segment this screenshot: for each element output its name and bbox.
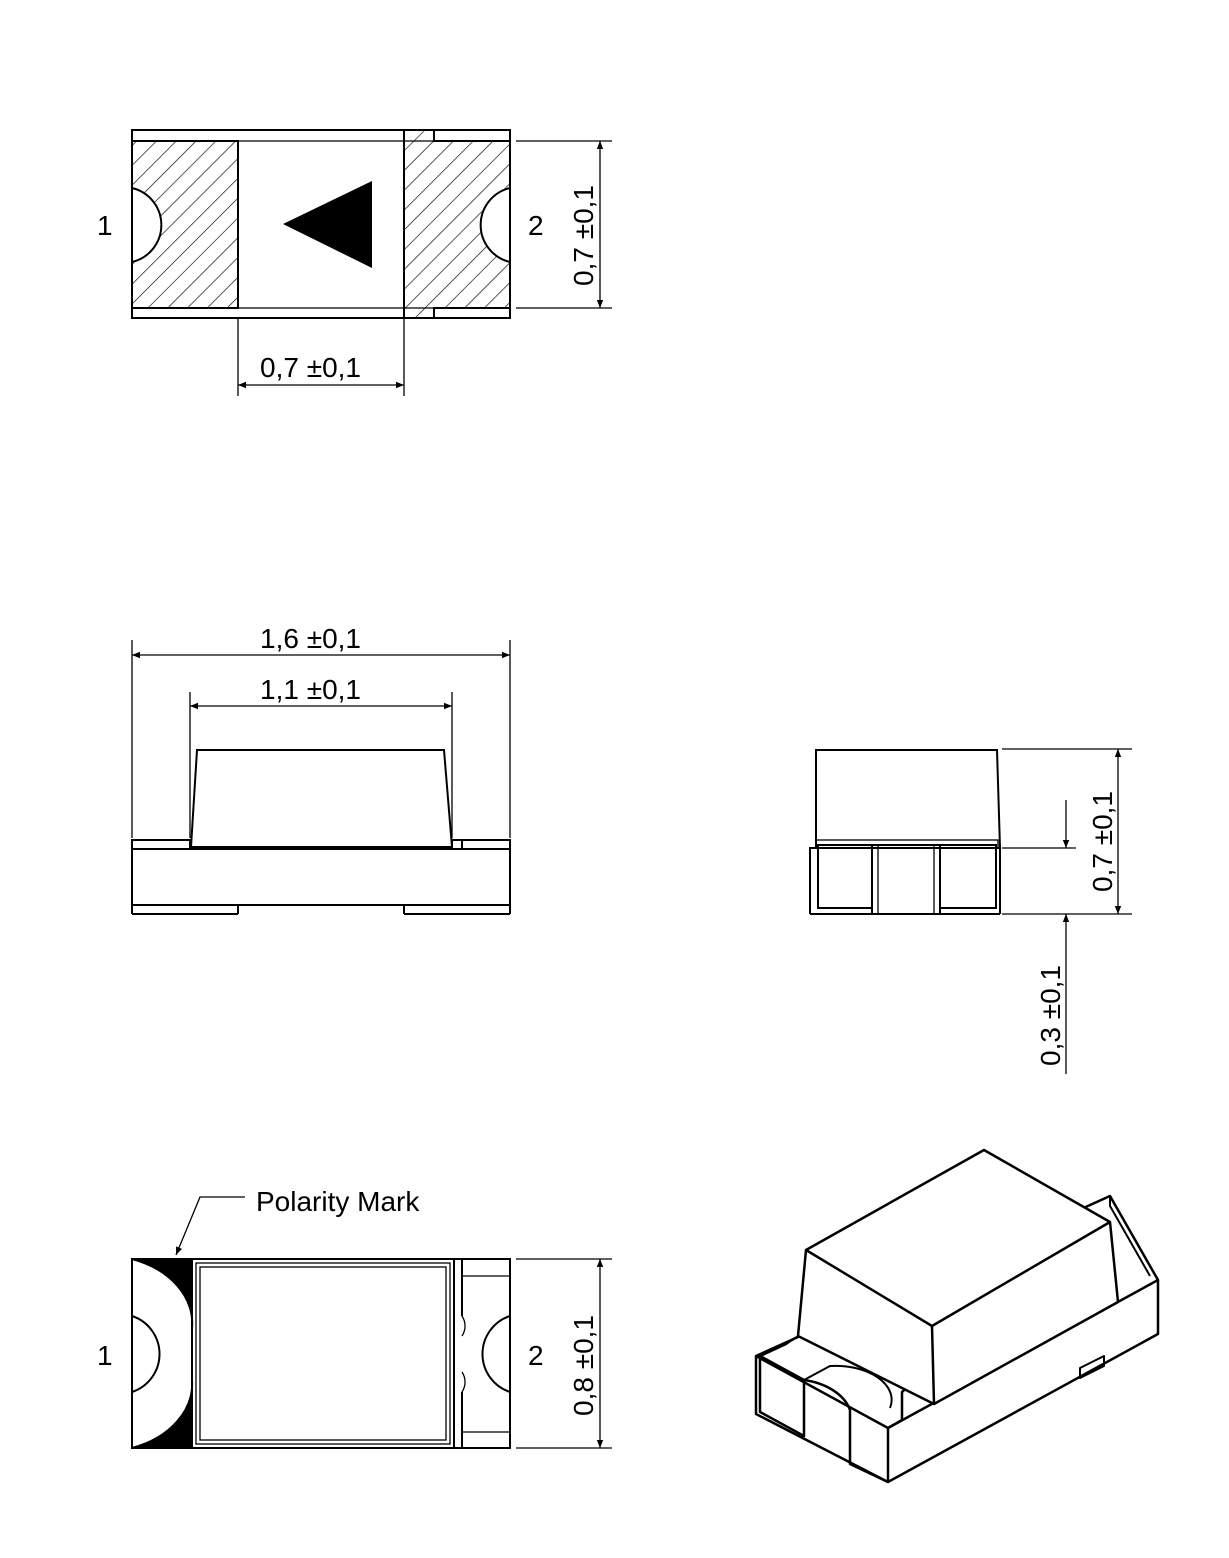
side-view-base-outline <box>131 839 511 914</box>
iso-foot <box>1079 1355 1105 1379</box>
bottom-right-notch <box>481 1315 511 1393</box>
bottom-view-body-inner <box>195 1262 451 1445</box>
end-dim-base-label: 0,3 ±0,1 <box>1035 965 1066 1066</box>
top-view-outline <box>131 129 511 319</box>
bottom-view-pin2-label: 2 <box>528 1340 544 1371</box>
top-dim-height-label: 0,7 ±0,1 <box>568 185 599 286</box>
bottom-view: 1 2 Polarity Mark 0,8 ±0,1 <box>97 1186 612 1449</box>
bottom-view-body <box>191 1258 455 1449</box>
bottom-left-notch <box>131 1315 161 1393</box>
bottom-right-pad-edges <box>462 1275 510 1433</box>
iso-terminal-left-face <box>758 1354 806 1438</box>
polarity-mark-lower <box>132 1380 193 1448</box>
side-view: 1,6 ±0,1 1,1 ±0,1 <box>131 623 511 915</box>
iso-lens <box>796 1148 1120 1406</box>
top-view-pad-left <box>131 140 239 309</box>
top-view-pin1-label: 1 <box>97 210 113 241</box>
iso-lens-corner <box>930 1325 936 1405</box>
bottom-right-inner-curves <box>461 1315 466 1393</box>
top-dim-width-label: 0,7 ±0,1 <box>260 352 361 383</box>
iso-base-front-edge <box>755 1354 889 1430</box>
polarity-leader-line <box>175 1196 245 1256</box>
top-view-pin2-label: 2 <box>528 210 544 241</box>
end-view-pad-right <box>939 844 997 909</box>
iso-base-back-step <box>1109 1196 1151 1277</box>
end-view-outline <box>809 749 1001 914</box>
side-dim-lens-label: 1,1 ±0,1 <box>260 674 361 705</box>
bottom-view-pin1-label: 1 <box>97 1340 113 1371</box>
side-view-lens <box>190 749 453 848</box>
bottom-view-body-inner-2 <box>199 1266 447 1441</box>
end-dim-total-label: 0,7 ±0,1 <box>1087 791 1118 892</box>
polarity-triangle-icon <box>283 181 372 268</box>
iso-terminal-cup <box>803 1378 889 1484</box>
top-view: 1 2 0,7 ±0,1 0,7 ±0,1 <box>97 129 612 396</box>
end-view-lens-foot <box>815 839 999 849</box>
polarity-mark-upper <box>132 1259 193 1328</box>
top-view-pad-right <box>403 129 511 319</box>
side-dim-total-label: 1,6 ±0,1 <box>260 623 361 654</box>
end-view-center <box>871 844 941 915</box>
bottom-dim-height-label: 0,8 ±0,1 <box>568 1315 599 1416</box>
polarity-mark-label: Polarity Mark <box>256 1186 420 1217</box>
end-view-pad-left <box>817 844 873 909</box>
end-view: 0,7 ±0,1 0,3 ±0,1 <box>809 748 1132 1074</box>
isometric-view <box>754 1148 1160 1484</box>
